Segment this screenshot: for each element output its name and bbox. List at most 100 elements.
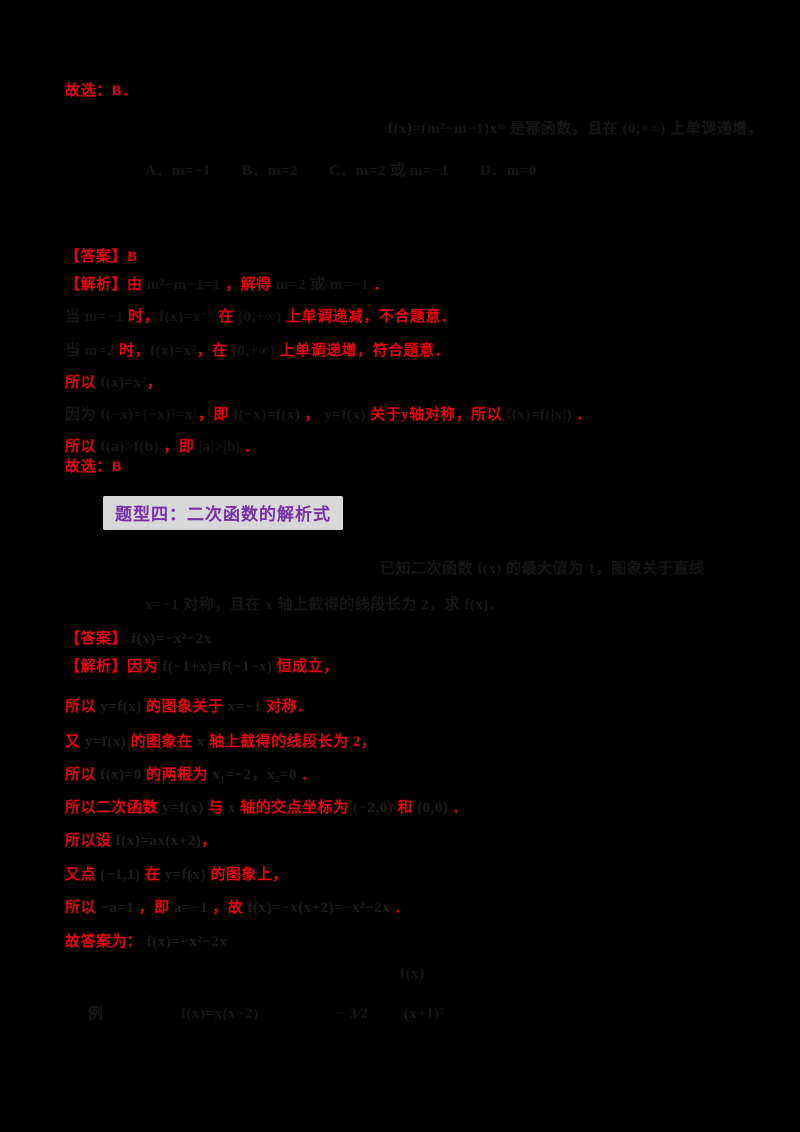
text-segment: x=−1 对称，且在 x 轴上截得的线段长为 2，求 f(x)． [145,597,505,613]
solution-line: f(x)=(m²−m−1)xᵐ 是幂函数，且在 (0,+∞) 上单调递增， [388,120,763,140]
text-segment: ， [146,375,163,391]
solution-line: 所以 f(x)=x²， [65,374,162,394]
text-segment: 已知二次函数 f(x) 的最大值为 1，图象关于直线 [380,561,705,577]
text-segment: ，解得 [225,277,272,293]
solution-line: 【答案】 f(x)=−x²−2x [65,630,212,650]
text-segment: 时， [119,343,151,359]
text-segment: 上单调递增，符合题意． [279,343,451,359]
text-segment: ． [301,767,317,783]
text-segment: y=f(x) [158,800,209,816]
text-segment: 例 f(x)=x(x−2) − 3⁄2 (x+1)² [88,1006,445,1022]
solution-line: 故答案为： f(x)=−x²−2x [65,933,227,953]
text-segment: 轴的交点坐标为 [240,800,349,816]
solution-line: 所以 y=f(x) 的图象关于 x=−1 对称． [65,698,313,718]
text-segment: 关于y轴对称，所以 [370,407,503,423]
text-segment: 所以 [65,767,97,783]
solution-line: 已知二次函数 f(x) 的最大值为 1，图象关于直线 [380,560,704,580]
text-segment: ，即 [163,439,195,455]
text-segment: |a|>|b| [194,439,245,455]
text-segment: 对称． [266,699,313,715]
text-segment: f(x)=−x²−2x [142,934,228,950]
text-segment: 所以二次函数 [65,800,159,816]
text-segment: f(x)=x² [96,375,147,391]
text-segment: 故答案为： [65,934,143,950]
text-segment: f(x)=f(|x|) [502,407,577,423]
text-segment: 的图象关于 [146,699,224,715]
text-segment: f(x)=−x(x+2)=−x²−2x [243,900,395,916]
text-segment: ，故 [212,900,244,916]
text-segment: 所以 [65,900,97,916]
text-segment: f(x)=x² [150,343,197,359]
text-segment: 故选：B [65,459,123,475]
text-segment: m²−m−1=1 [142,277,226,293]
text-segment: 所以 [65,439,97,455]
solution-line: 故选：B． [65,82,138,102]
text-segment: f(x)=(m²−m−1)xᵐ 是幂函数，且在 (0,+∞) 上单调递增， [388,121,764,137]
text-segment: f(x)=0 [96,767,147,783]
text-segment: 所以 [65,375,97,391]
text-segment: 与 [208,800,224,816]
solution-line: 所以二次函数 y=f(x) 与 x 轴的交点坐标为 (−2,0) 和 (0,0)… [65,799,468,819]
solution-line: 所以 f(a)>f(b) ，即 |a|>|b| ． [65,438,260,458]
text-segment: 又 [65,734,81,750]
text-segment: A．m=−1 B．m=2 C．m=2 或 m=−1 D．m=0 [145,163,537,179]
text-segment: x₁=−2，x₂=0 [208,767,302,783]
text-segment: x [223,800,241,816]
solution-line: 【解析】由 m²−m−1=1 ，解得 m=2 或 m=−1 ． [65,276,389,296]
text-segment: 因为 f(−x)=(−x)²=x² [65,407,198,423]
text-segment: f(−x)=f(x) [228,407,305,423]
solution-line: x=−1 对称，且在 x 轴上截得的线段长为 2，求 f(x)． [145,596,504,616]
text-segment: 上单调递减，不合题意． [285,309,457,325]
solution-line: A．m=−1 B．m=2 C．m=2 或 m=−1 D．m=0 [145,162,537,182]
solution-line: 又点 (−1,1) 在 y=f(x) 的图象上， [65,866,288,886]
text-segment: 恒成立， [276,659,339,675]
text-segment: ． [244,439,260,455]
text-segment: y=f(x) [80,734,131,750]
text-segment: ． [394,900,411,916]
text-segment: 当 m=−1 [65,309,129,325]
solution-line: 当 m=−1 时，f(x)=x⁻¹ 在 (0,+∞) 上单调递减，不合题意． [65,308,456,328]
text-segment: y=f(x) [96,699,147,715]
text-segment: 的图象上， [210,867,288,883]
text-segment: ，在 [196,343,228,359]
text-segment: ． [452,800,469,816]
text-segment: f(a)>f(b) [96,439,164,455]
text-segment: 和 [397,800,413,816]
text-segment: f(x)=ax(x+2) [111,833,202,849]
text-segment: (−2,0) [348,800,398,816]
solution-line: 所以 f(x)=0 的两根为 x₁=−2，x₂=0 ． [65,766,317,786]
text-segment: 的两根为 [146,767,209,783]
solution-line: f(x) [400,965,425,985]
text-segment: f(x) [400,966,425,982]
text-segment: 【解析】因为 [65,659,159,675]
solution-line: 所以 −a=1 ，即 a=−1 ，故 f(x)=−x(x+2)=−x²−2x ． [65,899,410,919]
text-segment: 在 [144,867,161,883]
text-segment: a=−1 [169,900,213,916]
text-segment: (0,+∞) [227,343,280,359]
text-segment: m=2 或 m=−1 [271,277,374,293]
text-segment: f(x)=x⁻¹ [159,309,219,325]
text-segment: 故选：B． [65,83,138,99]
text-segment: 所以 [65,699,97,715]
text-segment: ． [373,277,389,293]
text-segment: ，即 [197,407,229,423]
solution-line: 【解析】因为 f(−1+x)=f(−1−x) 恒成立， [65,658,339,678]
text-segment: 【答案】B [65,249,138,265]
text-segment: ，即 [138,900,170,916]
section-header: 题型四：二次函数的解析式 [103,496,343,530]
text-segment: 又点 [65,867,97,883]
text-segment: x=−1 [223,699,267,715]
text-segment: (−1,1) [96,867,145,883]
solution-line: 故选：B [65,458,122,478]
text-segment: f(x)=−x²−2x [127,631,212,647]
text-segment: −a=1 [96,900,139,916]
text-segment: ， [304,407,321,423]
text-segment: y=f(x) [160,867,211,883]
text-segment: 所以设 [65,833,112,849]
text-segment: (0,0) [412,800,453,816]
solution-line: 所以设 f(x)=ax(x+2)， [65,832,217,852]
text-segment: 当 m=2 [65,343,120,359]
solution-line: 例 f(x)=x(x−2) − 3⁄2 (x+1)² [88,1005,445,1025]
text-segment: ， [201,833,217,849]
